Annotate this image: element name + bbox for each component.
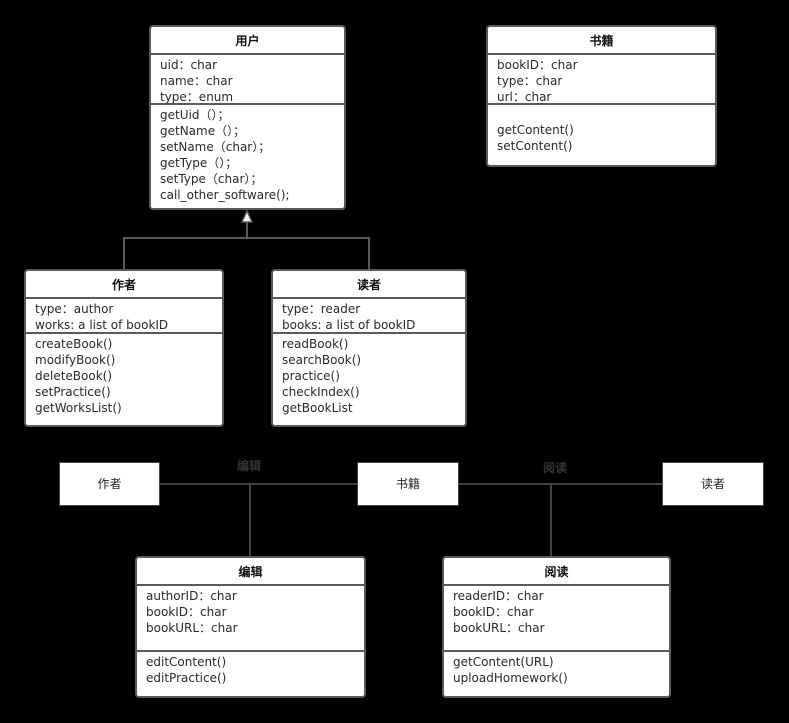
- attribute: type：char: [497, 74, 563, 88]
- attribute: authorID：char: [146, 589, 237, 603]
- method: checkIndex(): [282, 385, 360, 399]
- entity-label: 读者: [700, 477, 725, 491]
- attribute: type：reader: [282, 302, 361, 316]
- entity-book[interactable]: 书籍: [357, 462, 459, 506]
- method: modifyBook(): [35, 353, 116, 367]
- attribute: books: a list of bookID: [282, 318, 416, 332]
- method: setName（char）；: [160, 140, 271, 154]
- methods-section: readBook() searchBook() practice() check…: [273, 334, 465, 416]
- attribute: url：char: [497, 90, 552, 104]
- attribute: works: a list of bookID: [35, 318, 169, 332]
- attribute: bookID：char: [146, 605, 227, 619]
- method: getContent(): [497, 123, 574, 137]
- entity-label: 书籍: [395, 477, 420, 491]
- class-reader[interactable]: 读者 type：reader books: a list of bookID r…: [271, 269, 467, 427]
- relation-label-read: 阅读: [543, 461, 568, 475]
- attributes-section: type：author works: a list of bookID: [26, 299, 222, 334]
- class-author[interactable]: 作者 type：author works: a list of bookID c…: [24, 269, 224, 427]
- method: getType（）；: [160, 156, 238, 170]
- relation-label-edit: 编辑: [237, 459, 262, 473]
- class-user[interactable]: 用户 uid：char name：char type：enum getUid（）…: [149, 25, 346, 210]
- method: setPractice(): [35, 385, 111, 399]
- method: readBook(): [282, 337, 349, 351]
- methods-section: createBook() modifyBook() deleteBook() s…: [26, 334, 222, 416]
- class-edit[interactable]: 编辑 authorID：char bookID：char bookURL：cha…: [135, 556, 366, 698]
- attribute: uid：char: [160, 58, 218, 72]
- method: getUid（）；: [160, 108, 230, 122]
- methods-section: getContent(URL) uploadHomework(): [444, 652, 669, 686]
- methods-section: getContent() setContent(): [488, 105, 715, 154]
- method: getContent(URL): [453, 655, 554, 669]
- method: getBookList: [282, 401, 353, 415]
- method: deleteBook(): [35, 369, 113, 383]
- class-title: 作者: [26, 271, 222, 299]
- attributes-section: bookID：char type：char url：char: [488, 55, 715, 105]
- method: getWorksList(): [35, 401, 122, 415]
- entity-author[interactable]: 作者: [59, 462, 160, 506]
- method: uploadHomework(): [453, 671, 568, 685]
- entity-label: 作者: [97, 477, 122, 491]
- attributes-section: type：reader books: a list of bookID: [273, 299, 465, 334]
- class-read[interactable]: 阅读 readerID：char bookID：char bookURL：cha…: [442, 556, 671, 698]
- attribute: readerID：char: [453, 589, 544, 603]
- attributes-section: uid：char name：char type：enum: [151, 55, 344, 105]
- method: getName（）；: [160, 124, 246, 138]
- method: editContent(): [146, 655, 227, 669]
- class-title: 阅读: [444, 558, 669, 586]
- attribute: bookID：char: [497, 58, 578, 72]
- method: setContent(): [497, 139, 573, 153]
- method: createBook(): [35, 337, 113, 351]
- class-book[interactable]: 书籍 bookID：char type：char url：char getCon…: [486, 25, 717, 167]
- method: searchBook(): [282, 353, 362, 367]
- attribute: type：enum: [160, 90, 234, 104]
- attribute: bookURL：char: [453, 621, 545, 635]
- attribute: name：char: [160, 74, 233, 88]
- attribute: bookID：char: [453, 605, 534, 619]
- method: setType（char）；: [160, 172, 263, 186]
- methods-section: getUid（）； getName（）； setName（char）； getT…: [151, 105, 344, 203]
- class-title: 读者: [273, 271, 465, 299]
- attributes-section: authorID：char bookID：char bookURL：char: [137, 586, 364, 652]
- attribute: bookURL：char: [146, 621, 238, 635]
- attributes-section: readerID：char bookID：char bookURL：char: [444, 586, 669, 652]
- class-title: 书籍: [488, 27, 715, 55]
- class-title: 用户: [151, 27, 344, 55]
- class-title: 编辑: [137, 558, 364, 586]
- entity-reader[interactable]: 读者: [662, 462, 764, 506]
- method: practice(): [282, 369, 340, 383]
- method: editPractice(): [146, 671, 227, 685]
- method: call_other_software();: [160, 188, 290, 202]
- attribute: type：author: [35, 302, 114, 316]
- methods-section: editContent() editPractice(): [137, 652, 364, 686]
